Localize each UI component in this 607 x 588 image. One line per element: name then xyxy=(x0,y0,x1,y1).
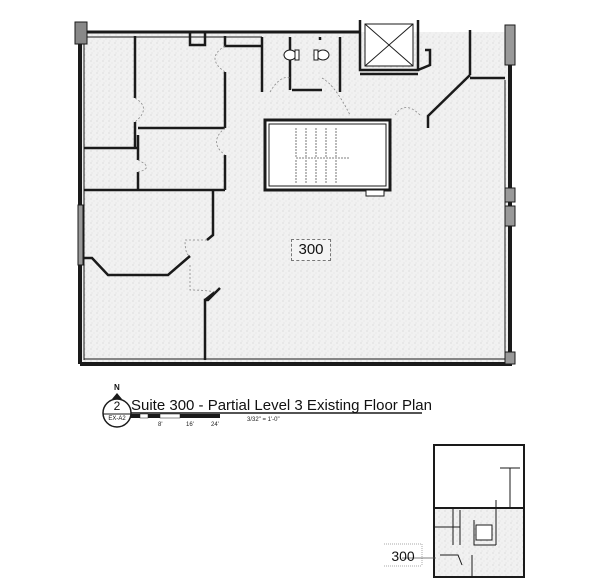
stair-core xyxy=(263,118,392,197)
key-plan xyxy=(384,444,525,578)
column xyxy=(504,205,516,227)
north-arrow-label: N xyxy=(114,383,120,392)
column xyxy=(504,187,516,203)
column xyxy=(74,21,88,45)
door-swings xyxy=(134,45,421,293)
scale-note: 3/32" = 1'-0" xyxy=(247,417,280,423)
scale-tick-8: 8' xyxy=(158,422,163,428)
elevator-shaft xyxy=(364,23,414,67)
key-plan-room-label: 300 xyxy=(391,548,415,564)
column xyxy=(504,351,516,365)
detail-number: 2 xyxy=(113,399,121,413)
scale-bar xyxy=(128,412,422,419)
column xyxy=(504,24,516,66)
window-mullions xyxy=(77,204,84,266)
toilet-fixtures xyxy=(283,49,330,61)
sheet-reference: EX-A2 xyxy=(108,416,126,422)
scale-tick-24: 24' xyxy=(211,422,219,428)
scale-tick-16: 16' xyxy=(186,422,194,428)
interior-walls xyxy=(84,20,505,360)
suite-300-floor xyxy=(80,32,510,364)
detail-marker xyxy=(102,393,132,428)
room-label-300: 300 xyxy=(291,239,331,261)
drawing-title: Suite 300 - Partial Level 3 Existing Flo… xyxy=(131,397,432,414)
